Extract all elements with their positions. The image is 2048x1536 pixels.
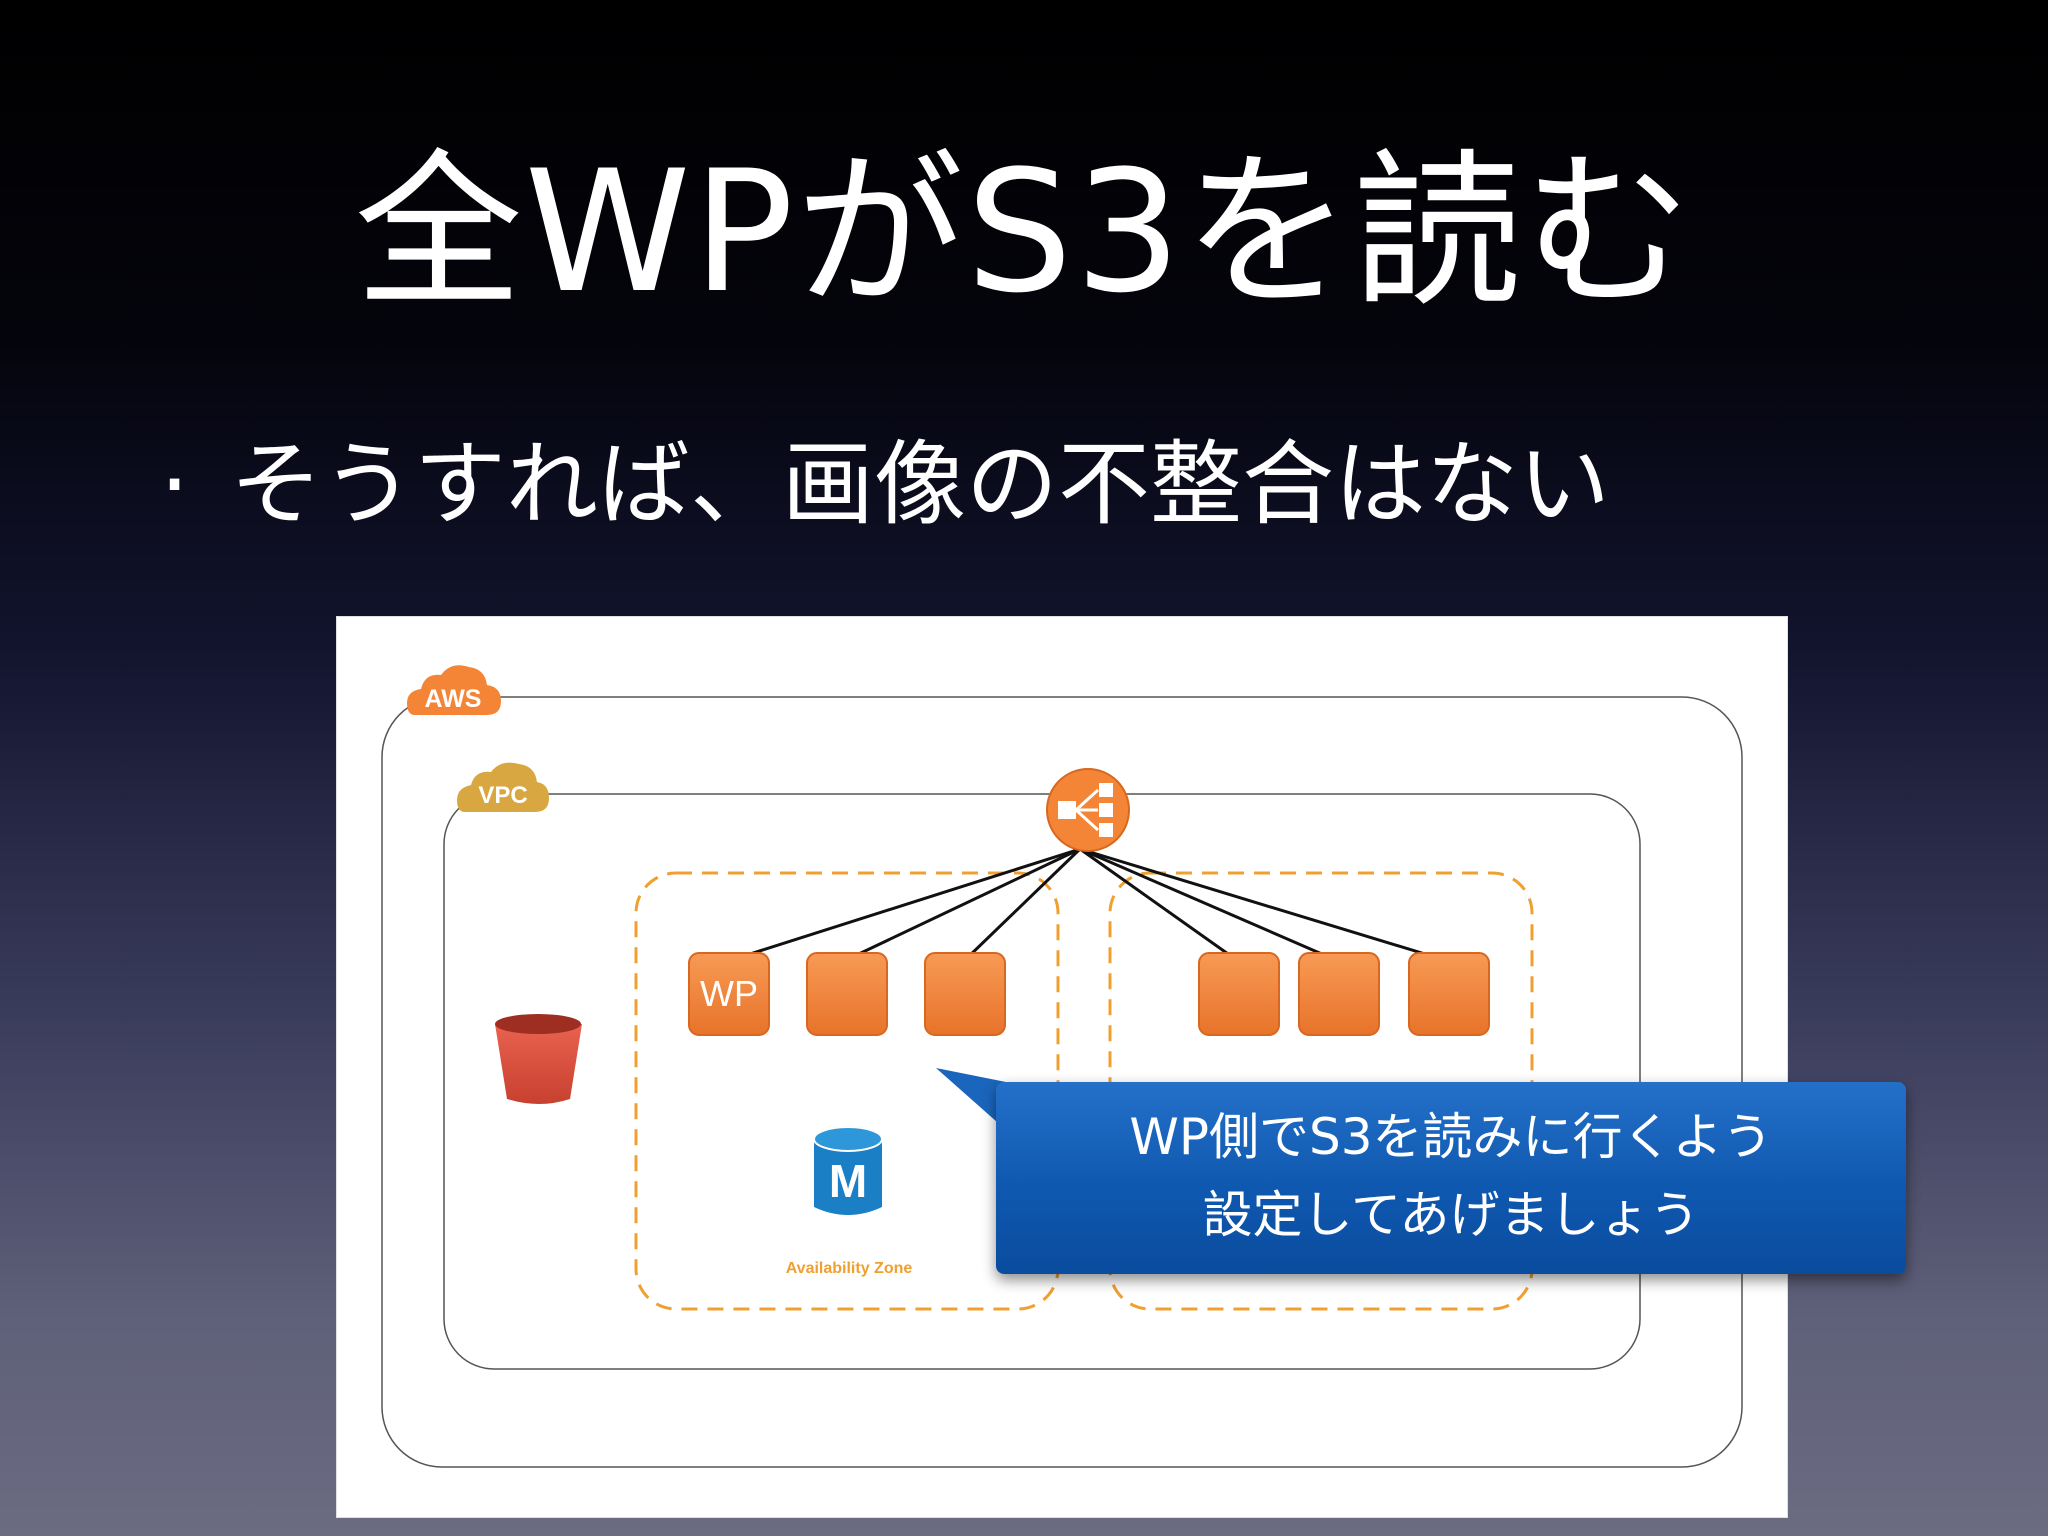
bullet-text: そうすれば、画像の不整合はない (230, 431, 1611, 538)
availability-zone-label: Availability Zone (786, 1260, 913, 1277)
aws-cloud-icon: AWS (407, 665, 501, 715)
ec2-instance-icon (1298, 952, 1380, 1036)
vpc-cloud-icon: VPC (457, 762, 549, 812)
instance-label: WP (700, 973, 758, 1014)
diagram-canvas: AWS VPC (381, 665, 1743, 1468)
vpc-badge-label: VPC (478, 782, 527, 809)
load-balancer-icon (1046, 768, 1130, 852)
bullet-point: · そうすれば、画像の不整合はない (160, 430, 1610, 540)
callout-tail (936, 1068, 1006, 1130)
connector-lines (727, 847, 1449, 963)
s3-bucket-icon (495, 1014, 582, 1104)
aws-badge-label: AWS (425, 685, 482, 713)
vpc-boundary (443, 793, 1641, 1370)
ec2-instance-icon (1198, 952, 1280, 1036)
rds-database-icon: M (813, 1126, 883, 1215)
rds-badge-label: M (829, 1155, 867, 1207)
ec2-instance-icon (806, 952, 888, 1036)
ec2-instance-icon: WP (688, 952, 770, 1036)
callout-line-1: WP側でS3を読みに行くよう (1129, 1108, 1773, 1166)
callout-line-2: 設定してあげましょう (1202, 1186, 1700, 1244)
bullet-marker: · (160, 431, 190, 538)
slide-title: 全WPがS3を読む (354, 134, 1694, 330)
ec2-instance-icon (924, 952, 1006, 1036)
ec2-instance-icon (1408, 952, 1490, 1036)
callout-bubble: WP側でS3を読みに行くよう 設定してあげましょう (996, 1082, 1906, 1274)
architecture-diagram: AWS VPC (336, 616, 1788, 1518)
